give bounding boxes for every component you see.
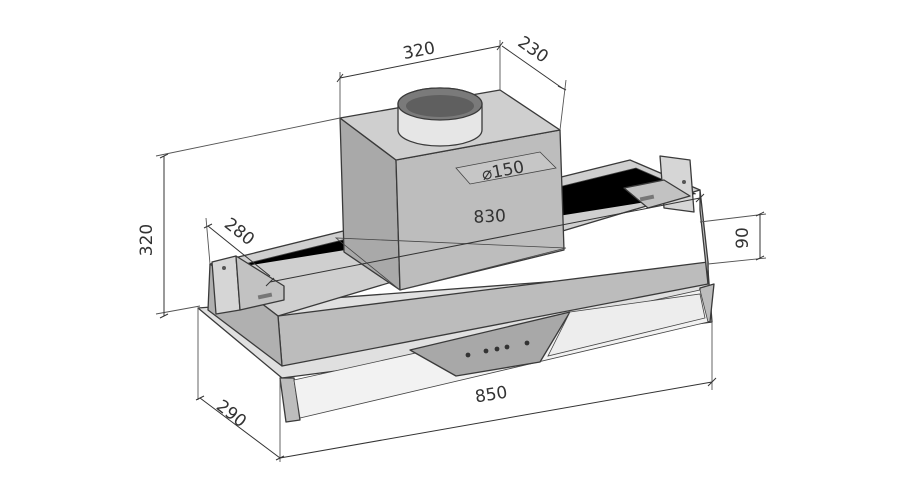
dim-bracket-depth	[203, 217, 271, 277]
outlet-collar	[397, 87, 483, 147]
label-body-width: 830	[473, 206, 506, 228]
label-top-depth: 230	[514, 32, 552, 67]
control-button-1	[465, 352, 471, 358]
label-overall-width: 850	[474, 383, 509, 408]
label-bracket-depth: 280	[220, 214, 258, 250]
dim-total-height	[155, 117, 341, 319]
label-side-height: 90	[733, 227, 753, 249]
label-front-depth: 290	[212, 396, 250, 432]
dim-body-width	[265, 193, 705, 287]
control-button-2	[483, 348, 489, 354]
dim-overall-width	[279, 322, 717, 459]
dim-top-depth	[501, 45, 567, 131]
left-mounting-bracket	[211, 255, 285, 315]
control-button-4	[504, 344, 510, 350]
dim-front-depth	[195, 308, 285, 462]
label-total-height: 320	[137, 224, 157, 256]
dim-top-width	[336, 40, 504, 118]
control-panel	[465, 340, 530, 358]
control-button-3	[494, 346, 500, 352]
outlet-diameter-plate	[455, 151, 557, 185]
dim-side-height	[699, 211, 767, 265]
control-button-5	[524, 340, 530, 346]
right-mounting-bracket	[623, 155, 695, 213]
